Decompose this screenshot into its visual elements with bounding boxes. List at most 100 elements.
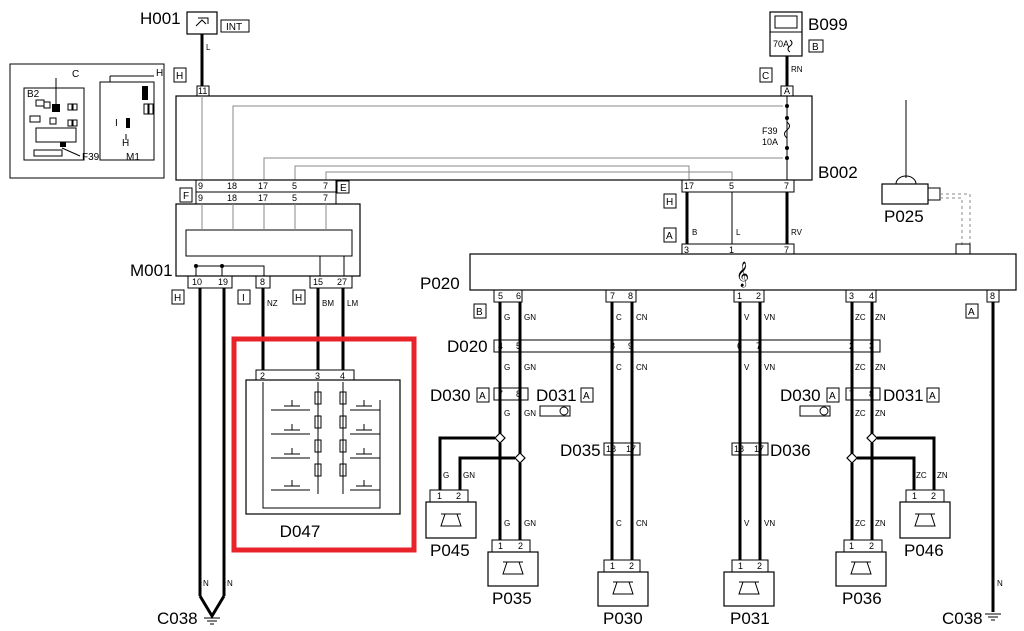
- d030-left-pin-7: 7: [498, 389, 503, 399]
- tag-h-b002: H: [666, 197, 673, 208]
- p035-pin-2: 2: [518, 541, 523, 551]
- d030-right-pin-7: 7: [849, 389, 854, 399]
- speaker-p046: 1 2 P046: [899, 489, 951, 560]
- wire-gn-p035: GN: [524, 519, 536, 528]
- tag-b-p020: B: [476, 307, 483, 318]
- wire-v-3: V: [744, 519, 750, 528]
- m001-pin-7: 7: [323, 193, 328, 203]
- wire-zn-3: ZN: [875, 409, 886, 418]
- wire-zc-1: ZC: [855, 313, 866, 322]
- speaker-p035: 1 2 P035: [487, 539, 539, 608]
- b002-pin-5: 5: [292, 181, 297, 191]
- d036-label: D036: [770, 441, 811, 460]
- p046-label: P046: [904, 541, 944, 560]
- p030-pin-1: 1: [610, 561, 615, 571]
- wire-zn-p036: ZN: [875, 519, 886, 528]
- wire-zn-2: ZN: [875, 363, 886, 372]
- d020-label: D020: [447, 337, 488, 356]
- wire-h001-code: L: [206, 43, 211, 52]
- wire-zc-p046: ZC: [916, 471, 927, 480]
- b002-pin-9: 9: [198, 181, 203, 191]
- tag-a-d030-right: A: [829, 391, 836, 402]
- p020-pin-8b: 8: [990, 291, 995, 301]
- p031-pin-1: 1: [738, 561, 743, 571]
- wire-c-2: C: [616, 363, 622, 372]
- p046-pin-1: 1: [912, 491, 917, 501]
- p036-label: P036: [842, 589, 882, 608]
- c038-left-label: C038: [157, 609, 198, 628]
- wire-c-1: C: [616, 313, 622, 322]
- wire-v-2: V: [744, 363, 750, 372]
- wire-ground-r: N: [997, 579, 1003, 588]
- b002-pin-a: A: [784, 86, 790, 96]
- component-m001: F 9 18 17 5 7 M001 10 19 8 15 27 H I H: [130, 187, 361, 305]
- tag-a-d031-left: A: [583, 391, 590, 402]
- d035-pin-18: 18: [606, 444, 616, 454]
- speaker-p045: 1 2 P045: [425, 489, 477, 560]
- tag-i: I: [242, 293, 245, 304]
- wire-rv: RV: [791, 228, 803, 237]
- wires-d047: NZ BM LM: [261, 288, 358, 370]
- d047-pin-4: 4: [340, 371, 345, 381]
- battery-icon: [774, 15, 798, 29]
- wires-b002-p020: H A B L RV 3 1 7: [663, 192, 803, 257]
- location-inset: C B2 H I H F39 M1: [9, 63, 165, 179]
- m001-pin-8: 8: [260, 277, 265, 287]
- tag-h-m001b: H: [295, 293, 302, 304]
- wire-b099-code: RN: [791, 65, 803, 74]
- wire-gn-3: GN: [524, 409, 536, 418]
- wire-g-p045: G: [443, 471, 449, 480]
- f39-rating: 10A: [762, 137, 778, 147]
- speaker-icon: [914, 513, 936, 527]
- p020-pin-2: 2: [756, 291, 761, 301]
- p036-pin-2: 2: [869, 541, 874, 551]
- connectors-d030-d031: D030 A 7 8 D031 A D030 A 7 8 D031 A: [430, 386, 940, 417]
- h001-int-tag: INT: [226, 22, 242, 33]
- component-p025: P025: [881, 100, 971, 255]
- f39-name: F39: [762, 126, 778, 136]
- wire-bm: BM: [322, 299, 334, 308]
- p045-pin-2: 2: [456, 491, 461, 501]
- speaker-icon: [612, 581, 634, 595]
- tag-h-m001: H: [174, 293, 181, 304]
- p020-pin-1: 1: [729, 245, 734, 255]
- m001-pin-10: 10: [192, 277, 202, 287]
- wire-gn-p045: GN: [463, 471, 475, 480]
- inset-label-c: C: [72, 69, 79, 80]
- d036-pin-18: 18: [734, 444, 744, 454]
- p035-pin-1: 1: [498, 541, 503, 551]
- tag-a-d031-right: A: [929, 391, 936, 402]
- inset-label-h-top: H: [156, 68, 163, 79]
- wire-g-3: G: [504, 409, 510, 418]
- wire-vn-1: VN: [764, 313, 775, 322]
- wire-b: B: [692, 228, 697, 237]
- p020-pin-7b: 7: [610, 291, 615, 301]
- tag-a-b002: A: [666, 231, 673, 242]
- p020-pin-3: 3: [684, 245, 689, 255]
- d047-highlight-frame: [231, 336, 417, 553]
- wire-zc-2: ZC: [855, 363, 866, 372]
- d031-right-label: D031: [883, 386, 924, 405]
- p020-label: P020: [420, 274, 460, 293]
- speaker-icon: [738, 581, 760, 595]
- component-h001: H001 INT L H 11: [140, 9, 250, 97]
- wire-ground-l2: N: [227, 579, 233, 588]
- b002-label: B002: [818, 163, 858, 182]
- m001-pin-19: 19: [218, 277, 228, 287]
- p020-pin-4: 4: [869, 291, 874, 301]
- speaker-wires: G GN G GN G GN C CN C CN C CN V VN V VN …: [438, 302, 948, 560]
- p020-pin-6: 6: [516, 291, 521, 301]
- wire-ground-l1: N: [203, 579, 209, 588]
- b099-fuse-rating: 70A: [773, 39, 789, 49]
- treble-clef-icon: 𝄞: [736, 261, 749, 287]
- speaker-p031: 1 2 P031: [723, 559, 775, 628]
- wire-cn-2: CN: [636, 363, 648, 372]
- p045-label: P045: [430, 541, 470, 560]
- ground-left: N N C038: [157, 288, 233, 628]
- m001-pin-9: 9: [198, 193, 203, 203]
- d047-label: D047: [280, 522, 321, 541]
- m001-pin-27: 27: [337, 277, 347, 287]
- d031-left-label: D031: [536, 386, 577, 405]
- tag-e: E: [340, 183, 347, 194]
- d030-right-pin-8: 8: [869, 389, 874, 399]
